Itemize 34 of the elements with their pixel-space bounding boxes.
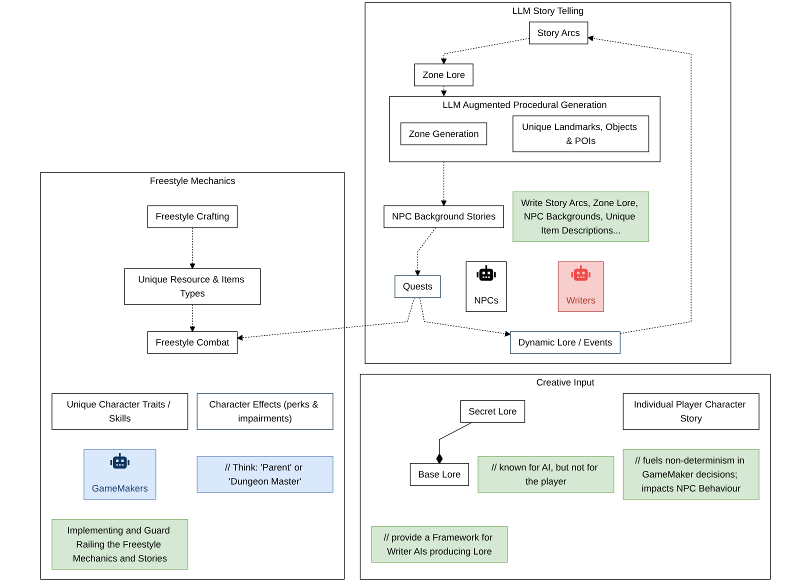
node-box: Writers (558, 261, 604, 312)
arrow (440, 161, 447, 206)
node-box: Freestyle Combat (147, 331, 238, 354)
arrow (440, 86, 447, 96)
node-box: Dynamic Lore / Events (510, 331, 620, 354)
node-box: Individual Player Character Story (622, 393, 760, 430)
connector (436, 422, 472, 464)
node-box: Unique Resource & Items Types (124, 268, 261, 305)
node-box: Quests (394, 275, 441, 298)
arrow (440, 38, 530, 64)
arrow (236, 297, 415, 341)
node-box: NPCs (466, 261, 507, 312)
arrow (588, 36, 692, 334)
node-box: Freestyle Crafting (147, 205, 238, 228)
node-box: Zone Lore (414, 64, 474, 86)
node-box: // provide a Framework for Writer AIs producing Lore (371, 526, 508, 563)
arrow (419, 297, 511, 337)
node-box: Character Effects (perks & impairments) (196, 393, 334, 430)
node-box: GameMakers (84, 449, 156, 500)
node-box: Unique Character Traits / Skills (52, 393, 188, 430)
node-box: Base Lore (410, 463, 470, 486)
node-box: Zone Generation (400, 122, 488, 146)
node-box: // Think: 'Parent' or 'Dungeon Master' (196, 456, 334, 493)
node-box: Implementing and Guard Railing the Freestyle Mechanics and Stories (52, 519, 188, 570)
node-box: Secret Lore (460, 400, 526, 423)
node-box: Unique Landmarks, Objects & POIs (512, 116, 650, 152)
node-box: Write Story Arcs, Zone Lore, NPC Backgrounds, Unique Item Descriptions... (512, 191, 650, 242)
arrow (190, 304, 196, 332)
node-box: NPC Background Stories (384, 205, 504, 228)
node-box: // known for AI, but not for the player (478, 456, 614, 493)
node-box: Story Arcs (529, 22, 588, 44)
node-box: // fuels non-determinism in GameMaker decisions; impacts NPC Behaviour (622, 449, 760, 500)
arrow (190, 227, 196, 269)
arrow (414, 227, 436, 276)
